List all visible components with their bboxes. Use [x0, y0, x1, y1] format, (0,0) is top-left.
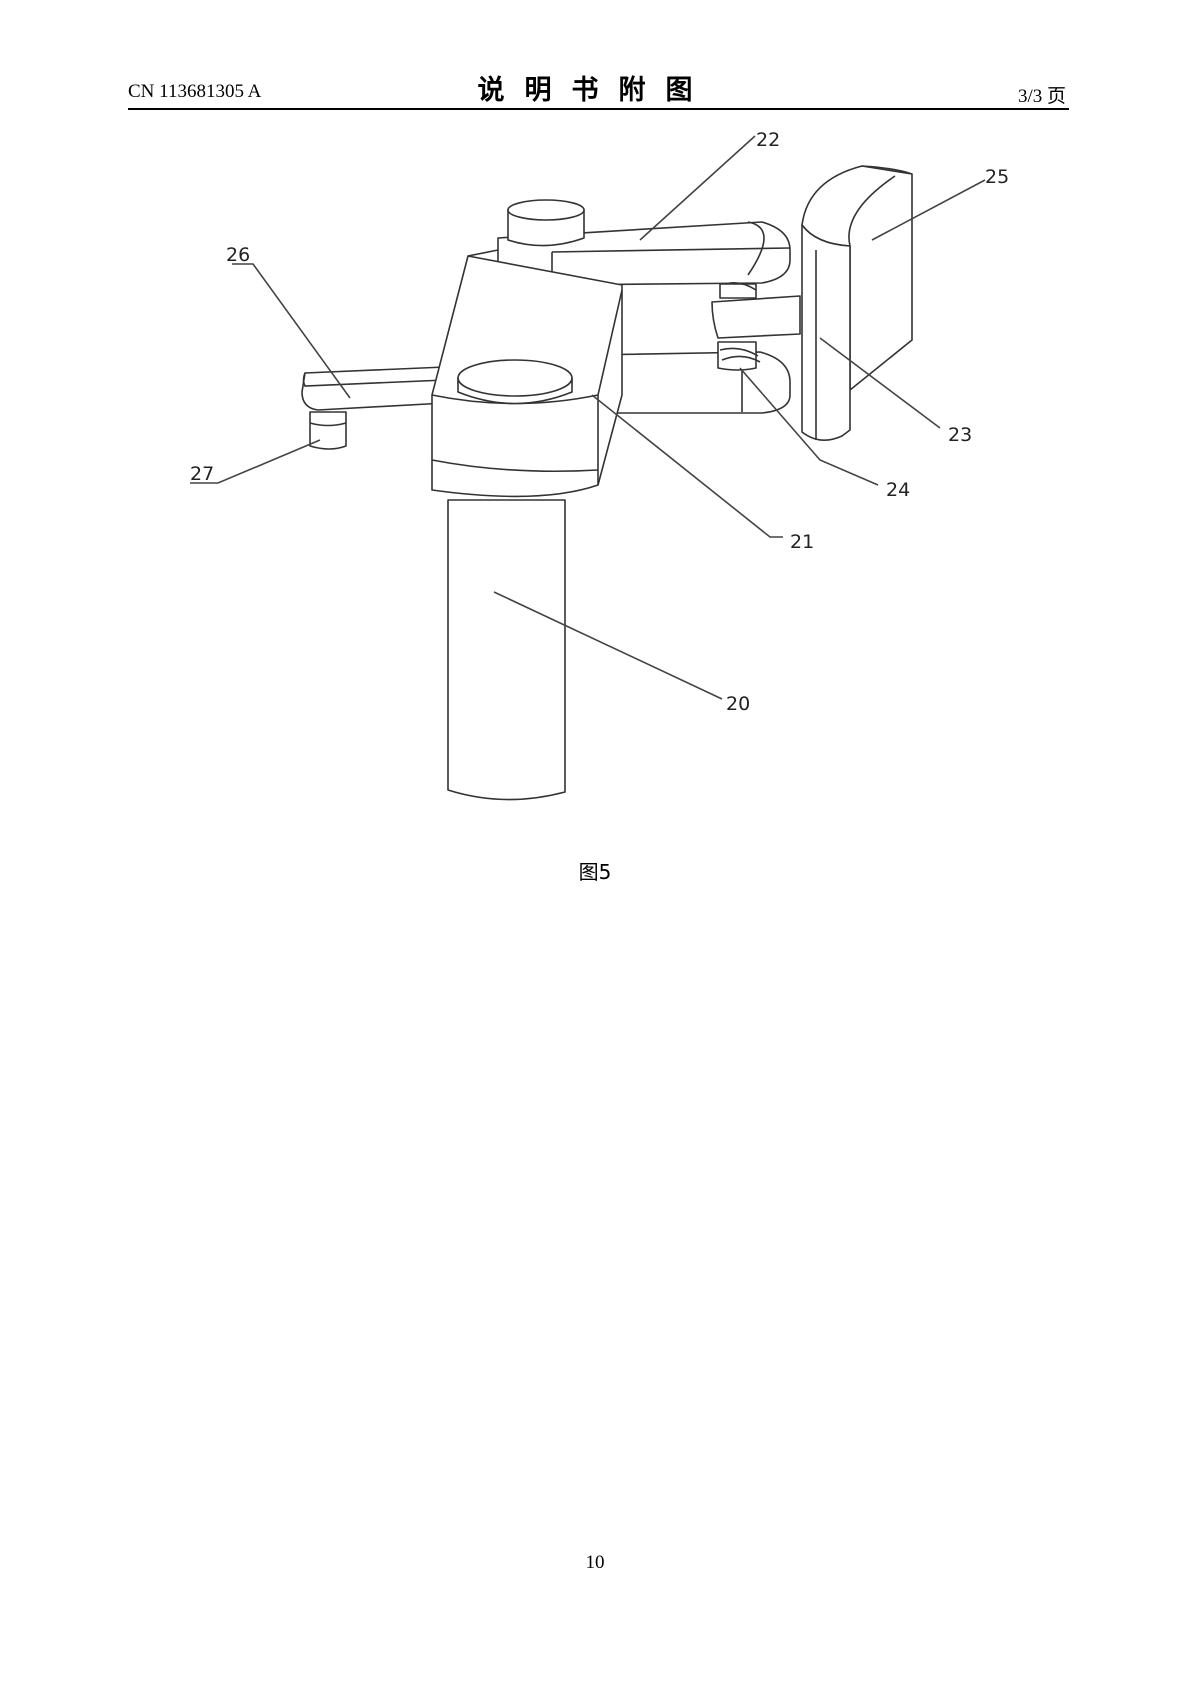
figure-caption: 图5: [578, 860, 612, 884]
page-count: 3/3 页: [1017, 86, 1066, 107]
patent-number: CN 113681305 A: [128, 81, 262, 102]
ref-20: 20: [726, 693, 750, 715]
ref-27: 27: [190, 463, 214, 485]
header-rule: [128, 108, 1069, 110]
left-arm-26: [301, 366, 446, 450]
hinge-24: [711, 282, 801, 371]
page-number: 10: [585, 1552, 605, 1573]
pad-23-25: [801, 165, 913, 441]
ref-25: 25: [985, 166, 1009, 188]
page-title: 说明书附图: [477, 75, 713, 106]
leader-lines: [190, 135, 986, 700]
ref-22: 22: [756, 129, 780, 151]
upper-arm-22: [497, 199, 791, 286]
main-block-21: [431, 249, 623, 498]
ref-21: 21: [790, 531, 814, 553]
ref-24: 24: [886, 479, 910, 501]
column-20: [447, 499, 566, 801]
ref-26: 26: [226, 244, 250, 266]
ref-23: 23: [948, 424, 972, 446]
